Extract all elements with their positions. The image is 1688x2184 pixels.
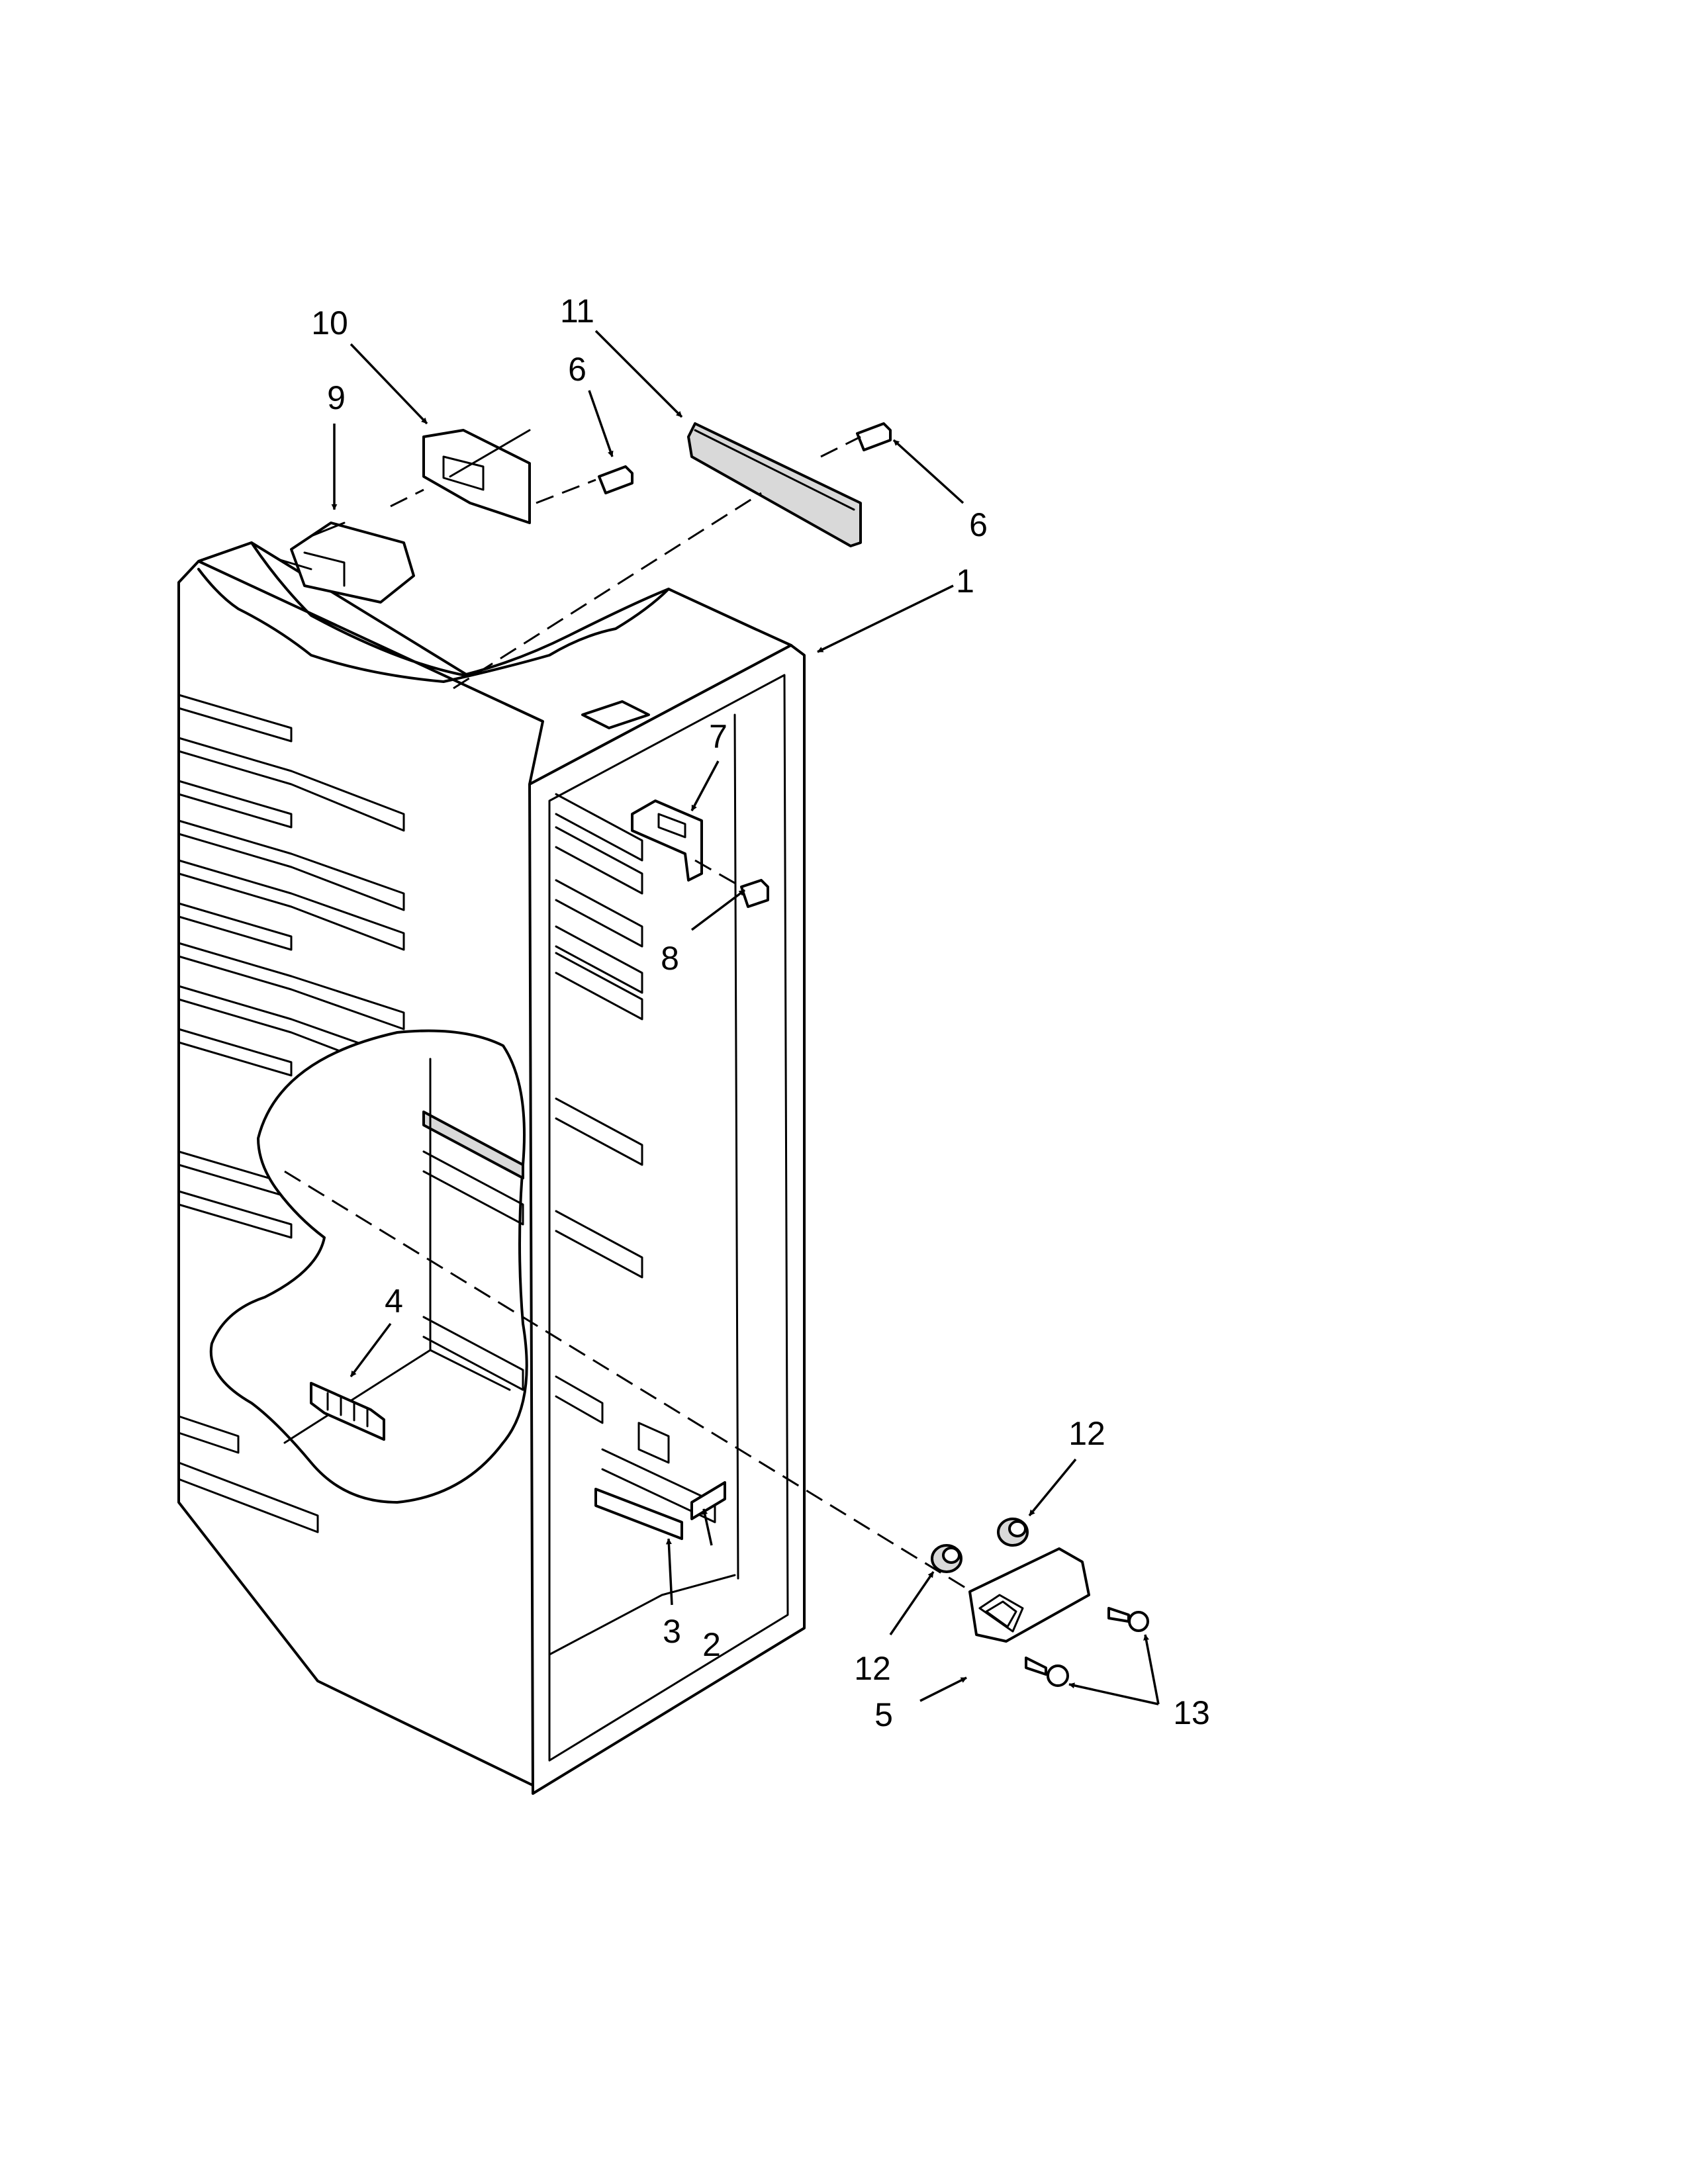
callout-6-left: 6 xyxy=(568,351,586,388)
callout-9: 9 xyxy=(327,379,346,416)
part-7-mounting-bracket xyxy=(631,799,703,882)
part-12-grommet-upper xyxy=(997,1518,1029,1547)
callout-6-right: 6 xyxy=(969,506,988,543)
part-8-screw xyxy=(740,879,769,908)
callout-3: 3 xyxy=(663,1613,681,1650)
part-6-screw-left xyxy=(598,465,633,494)
cutaway-interior-rails xyxy=(283,1058,524,1444)
right-wall-shelf-rails xyxy=(555,700,650,1424)
assembly-dashed-lines xyxy=(284,435,967,1590)
callout-8: 8 xyxy=(661,940,679,977)
callout-7: 7 xyxy=(709,718,727,755)
part-13-screw-upper xyxy=(1107,1607,1149,1632)
callout-1: 1 xyxy=(956,563,974,600)
liner-cutaway-window xyxy=(209,1029,528,1504)
part-12-grommet-lower xyxy=(931,1544,962,1573)
liner-inner-floor xyxy=(548,1574,736,1656)
part-11-channel-rail xyxy=(687,422,862,547)
part-2-trim-strip xyxy=(690,1481,726,1520)
part-4-vent-grille xyxy=(310,1382,385,1441)
part-9-control-housing xyxy=(277,522,415,604)
callout-12-lower: 12 xyxy=(854,1650,891,1687)
callout-12-upper: 12 xyxy=(1068,1415,1105,1452)
callout-4: 4 xyxy=(385,1283,403,1320)
callout-2: 2 xyxy=(702,1626,721,1663)
left-wall-shelf-rails xyxy=(177,694,405,1533)
callout-5: 5 xyxy=(874,1696,893,1733)
callout-labels: 1 2 3 4 5 6 6 7 8 9 10 11 12 12 13 xyxy=(311,293,1210,1733)
part-13-screw-lower xyxy=(1025,1657,1069,1687)
liner-inner-tabs xyxy=(601,1422,716,1524)
part-5-housing xyxy=(968,1547,1090,1643)
callout-leaders xyxy=(331,330,1160,1706)
liner-front-frame-inner xyxy=(548,674,789,1762)
callout-13: 13 xyxy=(1173,1694,1210,1731)
part-6-screw-right xyxy=(856,422,892,451)
part-10-bracket xyxy=(422,429,531,524)
part-3-trim-strip xyxy=(594,1488,683,1540)
callout-11: 11 xyxy=(560,293,594,330)
liner-top-cutaway xyxy=(197,568,670,683)
callout-10: 10 xyxy=(311,304,348,341)
liner-inner-back-edge xyxy=(733,713,739,1580)
